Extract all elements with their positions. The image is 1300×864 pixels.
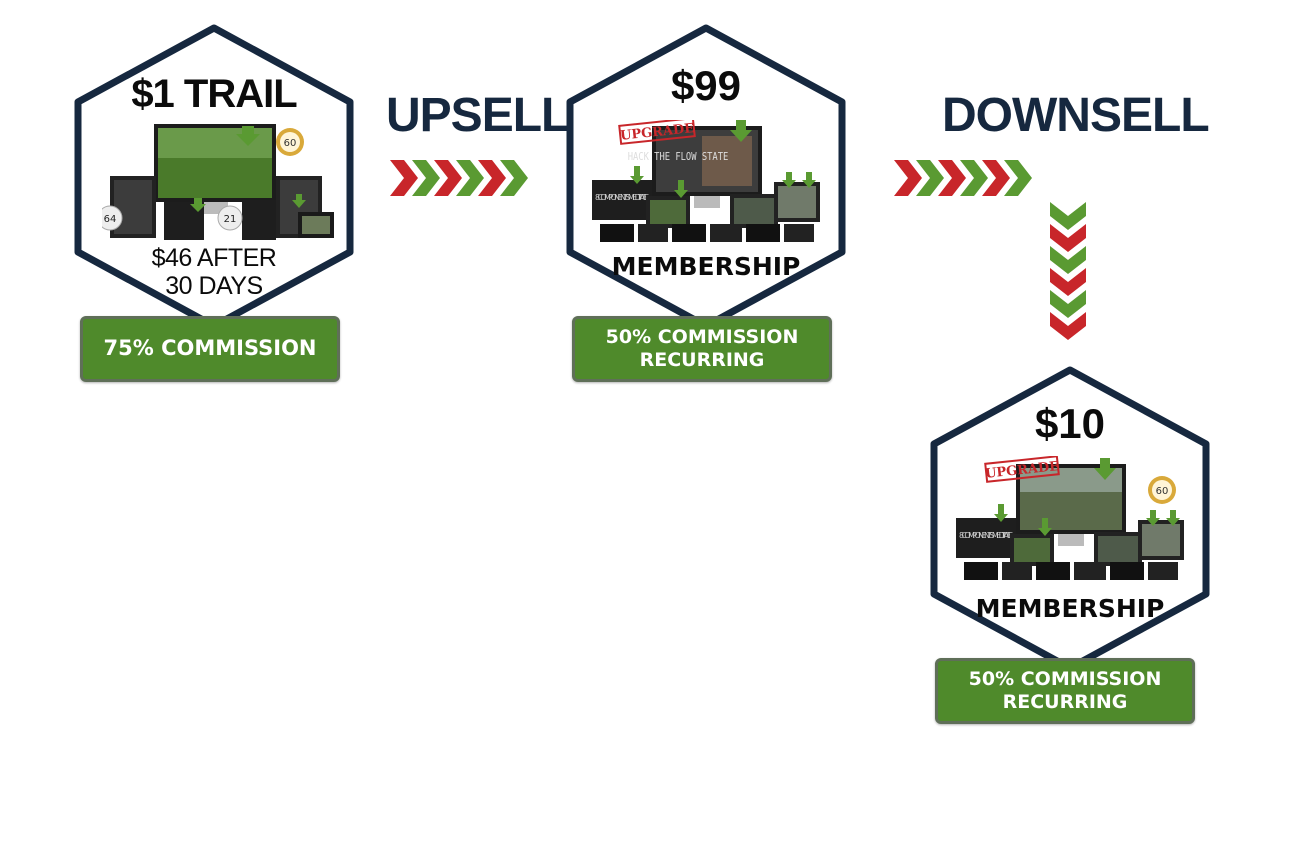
price-label: $10	[1034, 400, 1106, 447]
downsell-label: DOWNSELL	[942, 89, 1210, 142]
guarantee-60-text: 60	[284, 138, 297, 149]
price-label: $99	[670, 62, 742, 109]
funnel-step-downsell: $10 UPGRADE 60 8COMPONENTS MEDITATE	[928, 366, 1212, 672]
trial-subtext-line2: 30 DAYS	[165, 272, 263, 300]
meditate-text: 8COMPONENTS MEDITATE	[959, 531, 1013, 540]
upsell-arrows-icon	[390, 160, 528, 196]
flow-state-text: HACK THE FLOW STATE	[628, 151, 729, 163]
funnel-step-trial: $1 TRAIL 60 64 21 $46 AFTER	[72, 24, 356, 330]
product-mockup-image: HACK THE FLOW STATE UPGRADE 8COMPONENTS …	[590, 117, 826, 246]
downsell-arrows-down-icon	[1050, 202, 1086, 340]
membership-label: MEMBERSHIP	[975, 594, 1165, 623]
membership-label: MEMBERSHIP	[611, 252, 801, 281]
price-label: $1 TRAIL	[131, 72, 297, 116]
commission-text: 75% COMMISSION	[103, 336, 317, 361]
commission-text-line2: RECURRING	[1002, 691, 1128, 713]
product-mockup-image: UPGRADE 60 8COMPONENTS MEDITATE	[954, 455, 1190, 582]
meditate-text: 8COMPONENTS MEDITATE	[595, 193, 649, 202]
downsell-arrows-right-icon	[894, 160, 1032, 196]
commission-badge-downsell: 50% COMMISSION RECURRING	[935, 658, 1195, 724]
upsell-label: UPSELL	[386, 89, 570, 142]
guarantee-60-text: 60	[1156, 486, 1169, 497]
trial-subtext-line1: $46 AFTER	[151, 244, 277, 272]
commission-text-line2: RECURRING	[639, 349, 765, 371]
commission-text-line1: 50% COMMISSION	[605, 326, 799, 349]
badge-21-text: 21	[224, 214, 237, 225]
product-mockup-image: 60 64 21	[97, 120, 338, 242]
funnel-step-upsell: $99 HACK THE FLOW STATE UPGRADE 8COMPONE…	[564, 24, 848, 330]
commission-badge-trial: 75% COMMISSION	[80, 316, 340, 382]
commission-text-line1: 50% COMMISSION	[968, 668, 1162, 691]
commission-badge-upsell: 50% COMMISSION RECURRING	[572, 316, 832, 382]
badge-64-text: 64	[104, 214, 117, 225]
